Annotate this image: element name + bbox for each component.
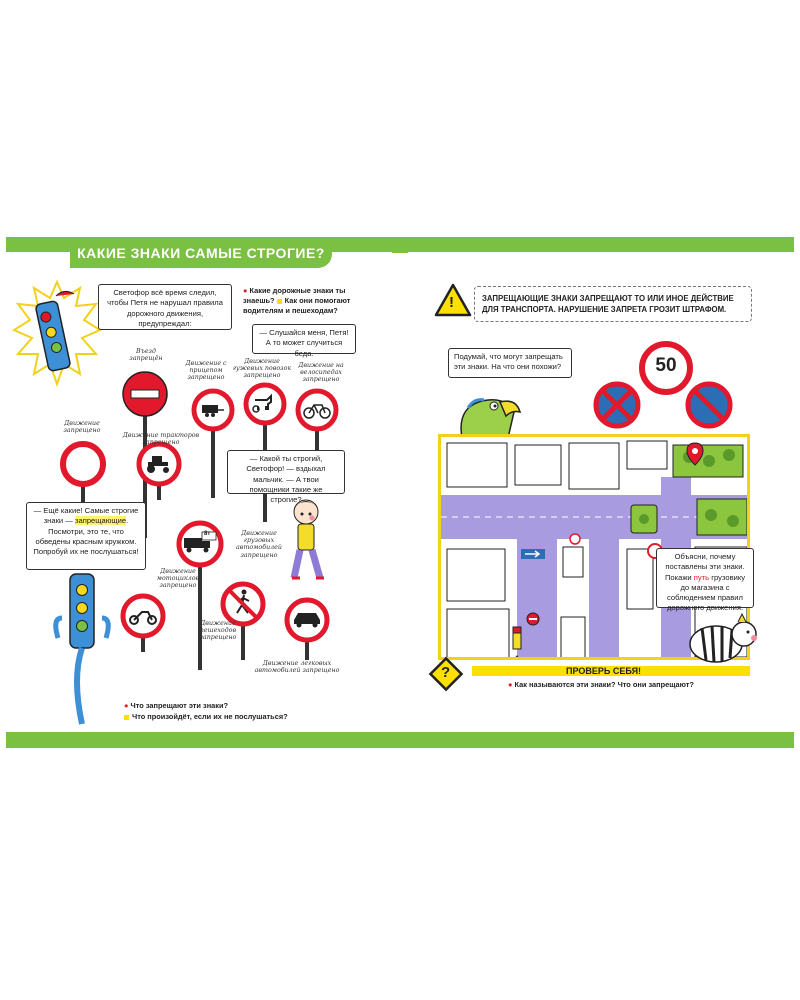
highlight-prohibitive: запрещающие	[75, 516, 127, 526]
label-no-entry: Въезд запрещён	[129, 348, 163, 363]
warning-text-box	[474, 286, 752, 322]
red-bullet-icon: ●	[124, 701, 129, 710]
red-bullet-icon: ●	[243, 286, 248, 295]
question-top: ● Какие дорожные знаки ты знаешь? Как он…	[243, 286, 351, 315]
question-bottom-1: ● Что запрещают эти знаки?	[124, 701, 229, 710]
truck-weight-plate: 8т	[204, 531, 211, 537]
speed-limit-sign	[639, 341, 693, 395]
think-speech-bubble: Подумай, что могут запрещать эти знаки. …	[448, 348, 572, 378]
no-vehicles-sign	[60, 441, 106, 504]
yellow-bullet-icon	[124, 714, 129, 720]
label-no-cars: Движение легковых автомобилей запрещено	[254, 660, 340, 675]
label-no-trailer: Движение с прицепом запрещено	[185, 360, 227, 382]
no-motorcycles-sign	[120, 593, 166, 652]
question-diamond-icon	[428, 656, 464, 692]
label-no-bicycle: Движение на велосипедах запрещено	[298, 362, 344, 384]
check-question: ● Как называются эти знаки? Что они запр…	[508, 680, 694, 689]
listen-speech-bubble: — Слушайся меня, Петя! А то может случит…	[252, 324, 356, 358]
no-trucks-sign	[176, 520, 224, 670]
bottom-green-bar	[6, 732, 794, 748]
no-bicycle-sign	[295, 388, 339, 458]
warning-triangle-icon	[434, 283, 472, 317]
label-no-trucks: Движение грузовых автомобилей запрещено	[236, 530, 282, 559]
yellow-bullet-icon	[276, 298, 282, 304]
explain-speech-bubble: Объясни, почему поставлены эти знаки. По…	[656, 548, 754, 612]
page-title: КАКИЕ ЗНАКИ САМЫЕ СТРОГИЕ?	[77, 245, 325, 261]
boy-illustration	[290, 499, 324, 580]
warning-text: ЗАПРЕЩАЮЩИЕ ЗНАКИ ЗАПРЕЩАЮТ ТО ИЛИ ИНОЕ …	[482, 294, 734, 314]
question-mark: ?	[441, 664, 451, 681]
red-bullet-icon: ●	[508, 680, 513, 689]
city-map-drawing	[441, 440, 747, 657]
no-tractor-sign	[136, 441, 182, 500]
no-cars-sign	[284, 597, 330, 660]
no-pedestrians-sign	[220, 581, 266, 660]
no-parking-sign	[685, 381, 733, 429]
label-no-horse-cart: Движение гужевых повозок запрещено	[232, 358, 292, 380]
warning-mark: !	[449, 294, 454, 311]
no-stopping-sign	[593, 381, 641, 429]
highlight-path: путь	[693, 572, 710, 582]
traffic-light-top-illustration	[12, 280, 102, 388]
zebra-illustration	[689, 612, 757, 663]
label-no-tractor: Движение тракторов запрещено	[122, 432, 200, 447]
page-title-tab: КАКИЕ ЗНАКИ САМЫЕ СТРОГИЕ?	[70, 238, 332, 268]
intro-speech-bubble: Светофор всё время следил, чтобы Петя не…	[98, 284, 232, 330]
traffic-light-bottom-illustration	[53, 573, 111, 725]
strict-speech-bubble: — Какой ты строгий, Светофор! — вздыхал …	[227, 450, 345, 504]
no-trailer-sign	[191, 388, 235, 498]
label-no-vehicles: Движение запрещено	[63, 420, 101, 435]
question-bottom-2: Что произойдёт, если их не послушаться?	[124, 712, 288, 721]
answer-speech-bubble: — Ещё какие! Самые строгие знаки — запре…	[26, 502, 146, 570]
check-title: ПРОВЕРЬ СЕБЯ!	[566, 666, 642, 676]
city-map	[438, 434, 750, 660]
parrot-illustration	[460, 398, 522, 438]
label-no-pedestrians: Движение пешеходов запрещено	[199, 620, 237, 642]
no-horse-cart-sign	[243, 382, 287, 522]
check-bar	[472, 666, 750, 676]
speed-limit-value: 50	[655, 355, 677, 376]
label-no-motorcycles: Движение мотоциклов запрещено	[156, 568, 200, 590]
